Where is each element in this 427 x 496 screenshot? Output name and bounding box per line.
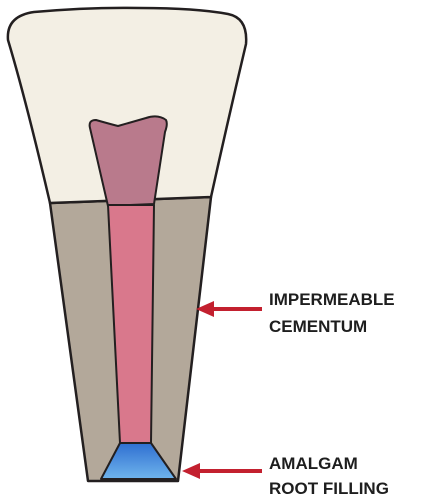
left-arrow-icon xyxy=(182,463,262,479)
left-arrow-icon xyxy=(196,301,262,317)
cementum-label-line1: IMPERMEABLE xyxy=(269,290,395,309)
cementum-label-line2: CEMENTUM xyxy=(269,317,367,336)
filling-label-line2: ROOT FILLING xyxy=(269,479,389,496)
filling-label-line1: AMALGAM xyxy=(269,454,358,473)
